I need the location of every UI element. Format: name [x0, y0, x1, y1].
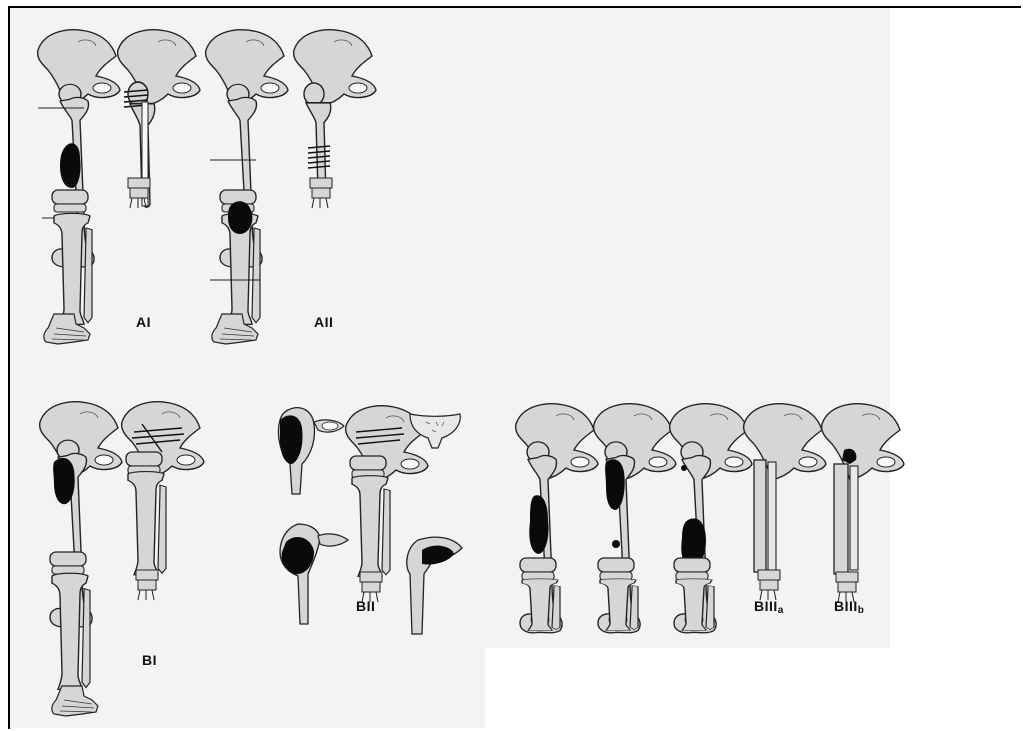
label-b3a-main: BIII [754, 598, 778, 614]
label-b2: BII [356, 598, 375, 614]
label-b3a-sub: a [778, 605, 784, 616]
skeletal-diagram [10, 8, 1021, 729]
label-b3b: BIIIb [834, 598, 864, 616]
label-b3b-sub: b [858, 605, 865, 616]
label-b3a: BIIIa [754, 598, 784, 616]
label-b3b-main: BIII [834, 598, 858, 614]
label-a2: AII [314, 314, 333, 330]
label-a1: AI [136, 314, 151, 330]
label-b1: BI [142, 652, 157, 668]
